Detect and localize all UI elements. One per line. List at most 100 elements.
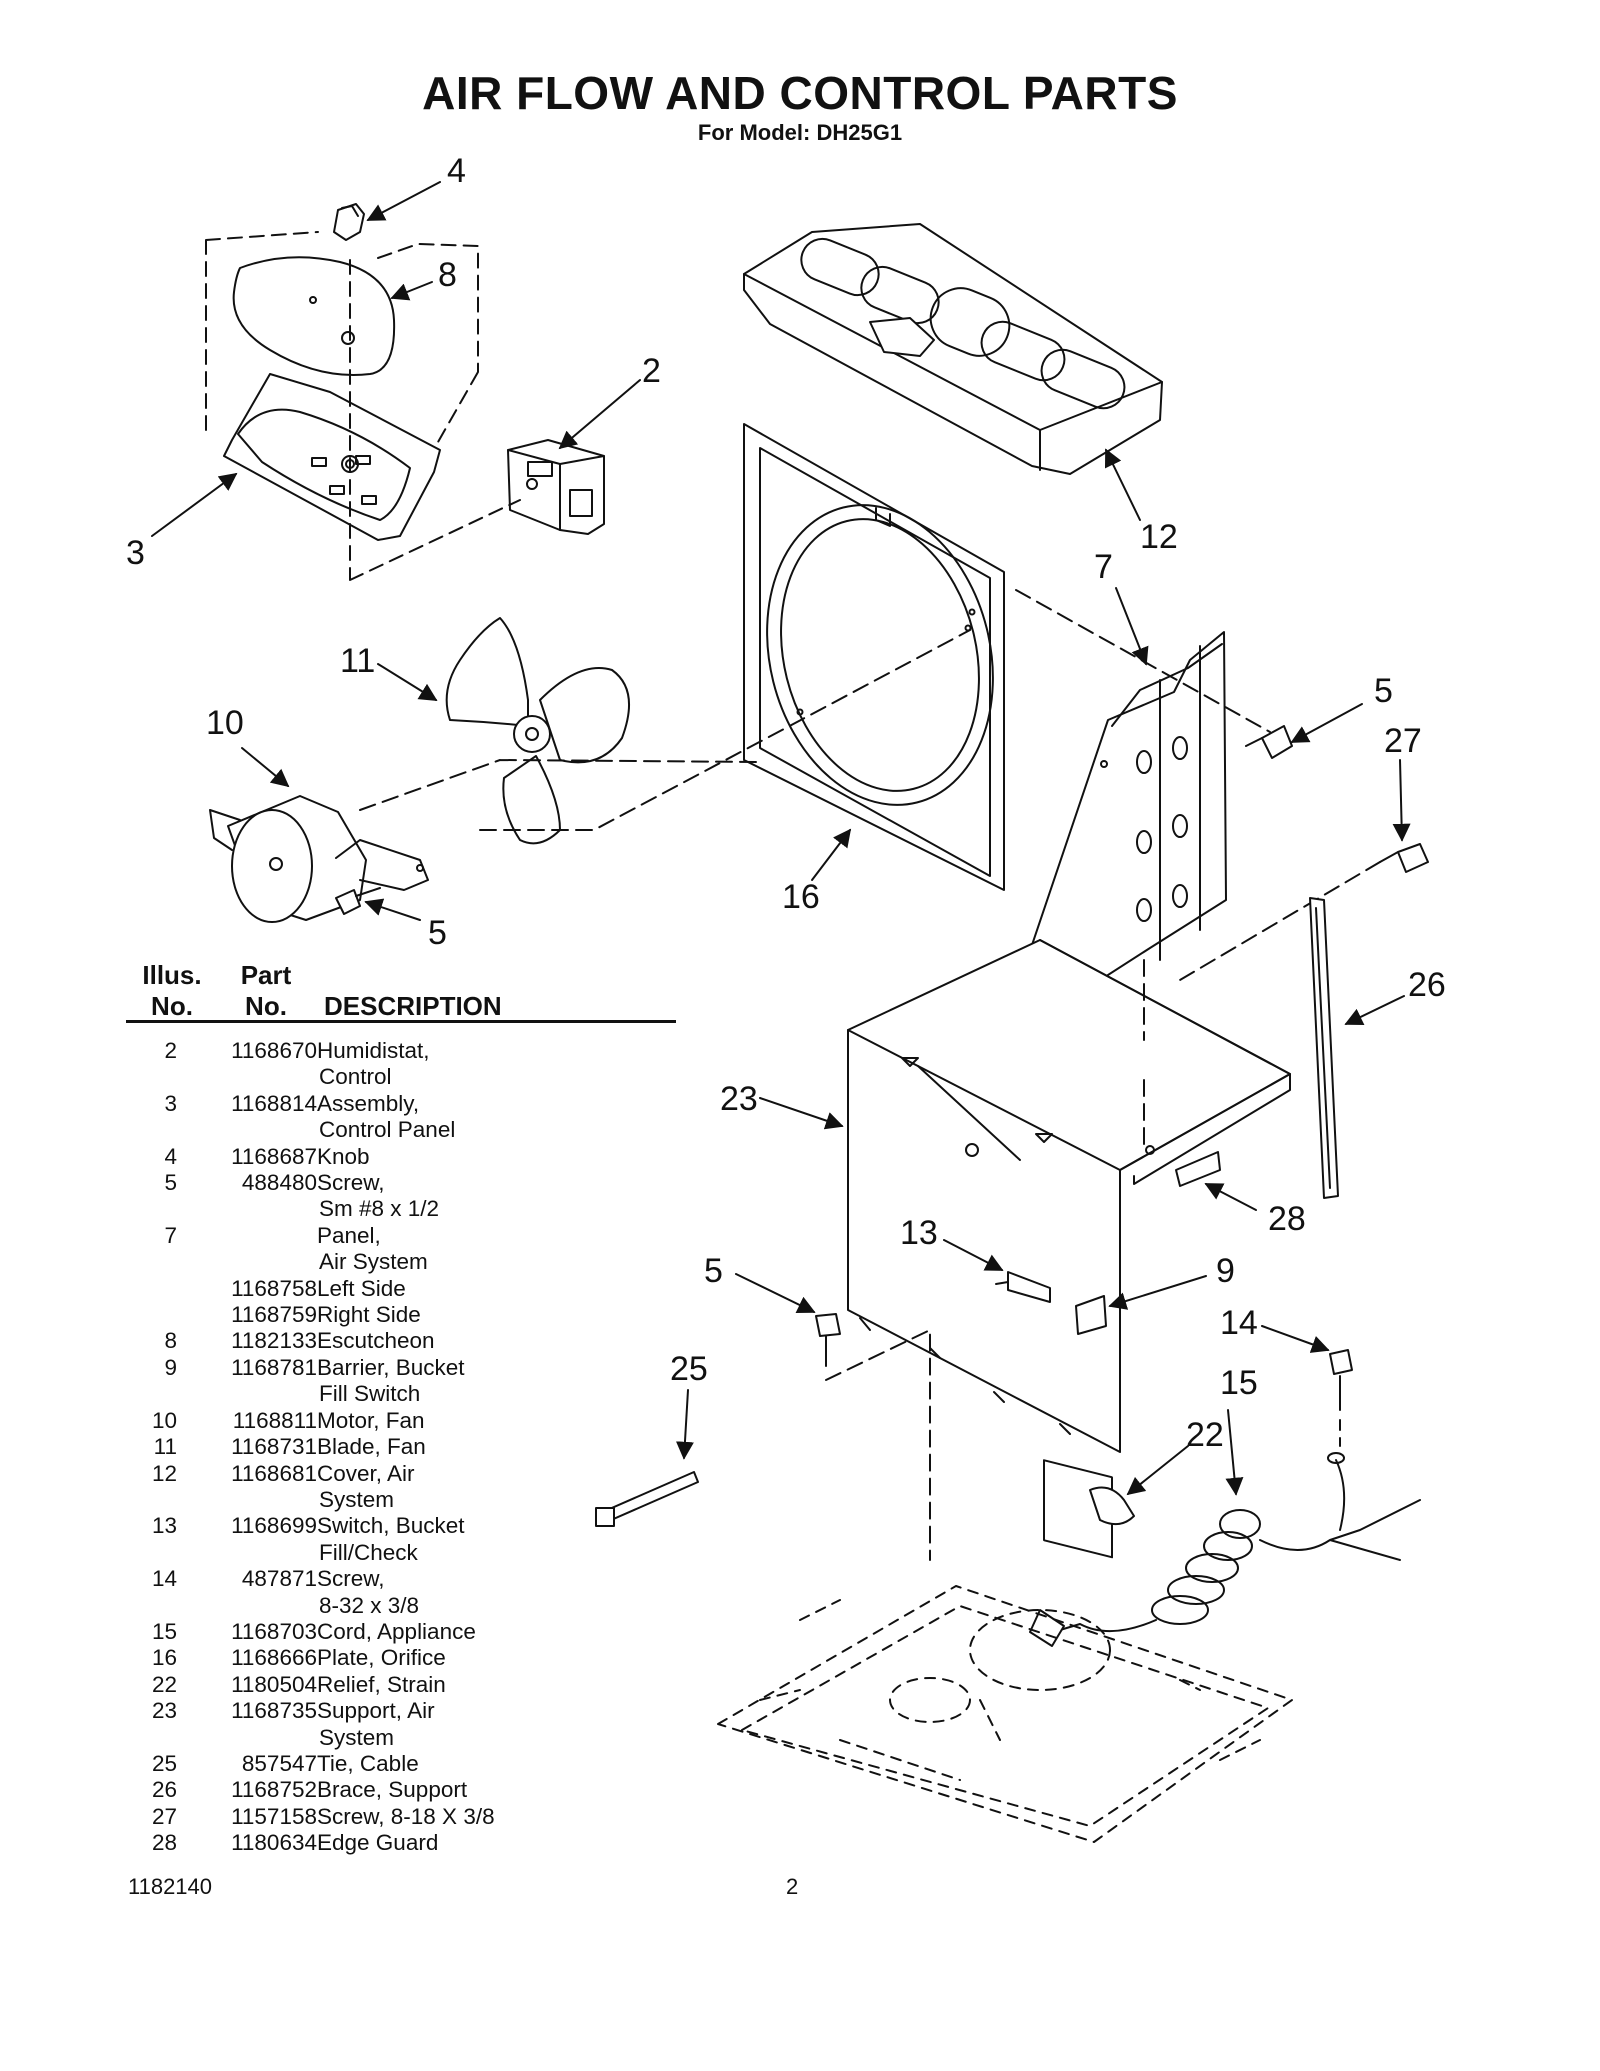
illus-number: 5	[164, 1170, 177, 1196]
part-description: Plate, Orifice	[317, 1645, 577, 1671]
control-panel-assembly-outline	[205, 231, 479, 541]
part-number: 1168731	[231, 1434, 317, 1460]
illus-number: 2	[164, 1038, 177, 1063]
part-number: 1168681	[231, 1460, 317, 1486]
description-line: Plate, Orifice	[317, 1645, 446, 1671]
fan-blade-part	[445, 617, 630, 845]
part-description: Screw,Sm #8 x 1/2	[317, 1170, 577, 1223]
escutcheon-part	[232, 256, 396, 376]
part-number: 1168781	[231, 1354, 317, 1380]
part-description: Assembly,Control Panel	[317, 1091, 577, 1144]
illus-number: 12	[151, 1460, 177, 1486]
part-number: 487871	[241, 1566, 317, 1592]
description-line: Control	[319, 1064, 392, 1090]
illus-number: 14	[151, 1566, 177, 1592]
part-description: Relief, Strain	[317, 1672, 577, 1698]
appliance-cord-part	[1029, 1452, 1421, 1647]
description-line: Edge Guard	[317, 1830, 439, 1856]
part-number: 1180504	[231, 1671, 317, 1697]
part-number: 1168687	[231, 1143, 317, 1169]
part-number: 1168666	[231, 1645, 317, 1671]
humidistat-part	[507, 439, 605, 535]
illus-number	[125, 1302, 177, 1328]
callout-11: 11	[340, 642, 375, 680]
description-line: Screw,	[317, 1566, 385, 1592]
part-number: 1157158	[231, 1803, 317, 1829]
description-line: Support, Air	[317, 1698, 435, 1724]
illus-number: 13	[151, 1513, 177, 1539]
part-number: 1182133	[231, 1328, 317, 1354]
strain-relief-part	[1089, 1486, 1135, 1526]
illus-number: 23	[151, 1698, 177, 1724]
table-header-rule	[126, 1020, 676, 1023]
description-line: Control Panel	[319, 1117, 456, 1143]
support-brace-part	[1309, 897, 1339, 1199]
callout-4: 4	[447, 152, 466, 190]
illus-number: 10	[151, 1407, 177, 1433]
illus-number: 3	[164, 1090, 177, 1116]
description-line: Cord, Appliance	[317, 1618, 476, 1644]
part-description: Right Side	[317, 1302, 577, 1328]
part-description: Left Side	[317, 1276, 577, 1302]
callout-10: 10	[206, 704, 244, 742]
part-description: Motor, Fan	[317, 1408, 577, 1434]
description-line: Assembly,	[317, 1090, 420, 1116]
callout-23: 23	[720, 1080, 758, 1118]
air-system-support-part	[847, 939, 1291, 1559]
illus-number: 11	[153, 1434, 177, 1460]
description-line: Humidistat,	[317, 1038, 430, 1063]
description-line: Knob	[317, 1143, 370, 1169]
description-line: Screw, 8-18 X 3/8	[317, 1803, 495, 1829]
col-header-part: Part No.	[240, 960, 292, 1021]
bucket-fill-switch-part	[995, 1271, 1051, 1303]
description-line: Switch, Bucket	[317, 1513, 465, 1539]
page-title: AIR FLOW AND CONTROL PARTS	[422, 67, 1178, 119]
col-header-illus: Illus. No.	[142, 960, 202, 1021]
part-description: Blade, Fan	[317, 1434, 577, 1460]
bucket-switch-barrier-part	[1075, 1295, 1107, 1335]
base-pan-outline	[717, 1585, 1293, 1843]
callout-27: 27	[1384, 722, 1422, 760]
part-number: 1168670	[231, 1038, 317, 1063]
part-description: Screw, 8-18 X 3/8	[317, 1804, 577, 1830]
screw-14	[1329, 1349, 1353, 1411]
part-number: 1168752	[231, 1777, 317, 1803]
screw-5-right	[1245, 725, 1293, 759]
description-line: Panel,	[317, 1222, 381, 1248]
callout-14: 14	[1220, 1304, 1258, 1342]
part-number	[177, 1223, 317, 1276]
illus-number: 15	[151, 1618, 177, 1644]
part-description: Panel,Air System	[317, 1223, 577, 1276]
callout-22: 22	[1186, 1416, 1224, 1454]
air-system-cover-part	[743, 223, 1163, 475]
leader-arrows	[151, 181, 1411, 1496]
illus-number: 25	[151, 1750, 177, 1776]
illus-number: 16	[151, 1645, 177, 1671]
part-description: Knob	[317, 1144, 577, 1170]
part-number: 1168814	[231, 1090, 317, 1116]
description-line: System	[319, 1486, 395, 1512]
cable-tie-part	[595, 1471, 699, 1527]
illus-number: 28	[151, 1830, 177, 1856]
description-line: Left Side	[317, 1275, 406, 1301]
callout-8: 8	[438, 256, 457, 294]
part-number: 1168735	[231, 1698, 317, 1724]
callout-5-left: 5	[428, 914, 447, 952]
illus-number: 8	[164, 1328, 177, 1354]
callout-numbers: 4 8 2 3 12 7 11 10 5 27 5 16 26 23 28 13…	[126, 152, 1446, 1454]
part-description: Brace, Support	[317, 1777, 577, 1803]
screw-5-left	[335, 887, 381, 915]
illus-number: 26	[151, 1777, 177, 1803]
illus-number	[125, 1276, 177, 1302]
callout-5-lower: 5	[704, 1252, 723, 1290]
description-line: Barrier, Bucket	[317, 1354, 465, 1380]
